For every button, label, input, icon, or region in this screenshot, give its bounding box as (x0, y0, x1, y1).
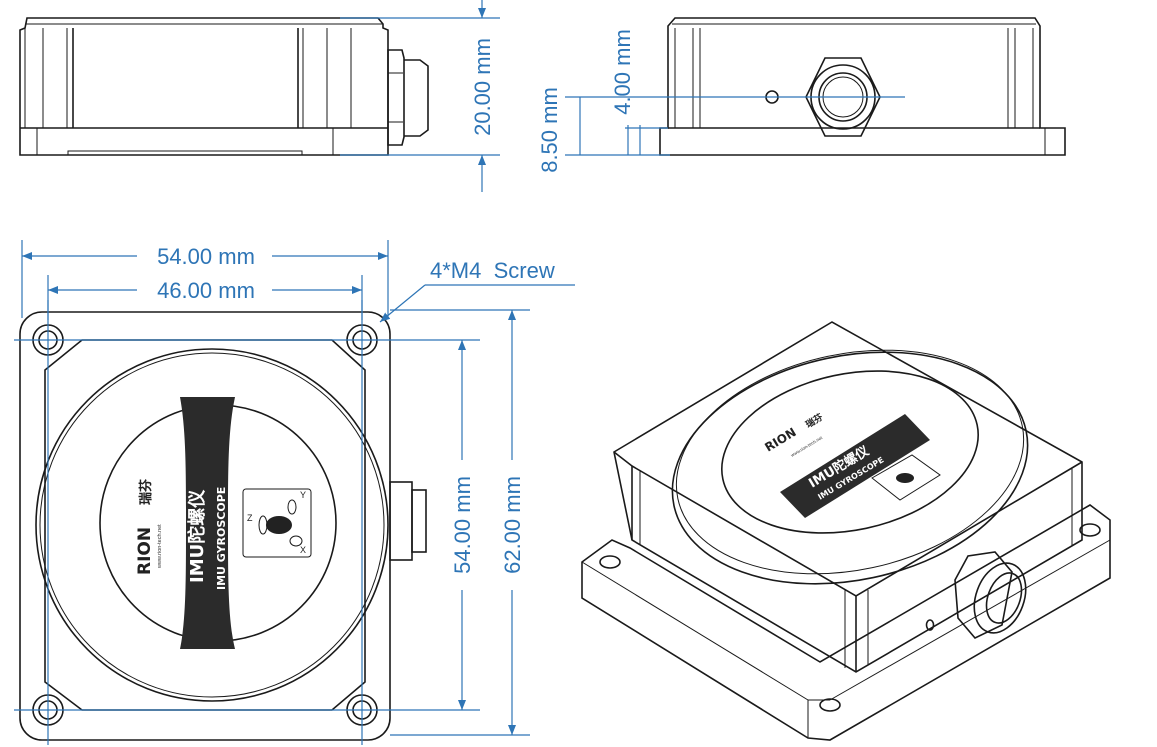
label-band-iso (780, 414, 930, 518)
axis-y-label: Y (300, 490, 306, 500)
label-band (180, 397, 235, 649)
screw-note: 4*M4 Screw (430, 258, 555, 283)
dimension-label: 54.00 mm (450, 476, 475, 574)
isometric-view: IMU陀螺仪 IMU GYROSCOPE RION 瑞芬 www.rion-te… (581, 321, 1111, 741)
dimension-width-46: 46.00 mm (47, 275, 363, 320)
brand-website: www.rion-tech.net (157, 524, 163, 569)
side-view-right: 8.50 mm 4.00 mm (537, 17, 1066, 173)
dimension-label: 4.00 mm (610, 29, 635, 115)
brand-logo: RION (135, 527, 155, 575)
axis-x-label: X (300, 545, 306, 555)
brand-logo-cn-iso: 瑞芬 (803, 410, 825, 430)
dimension-label: 20.00 mm (470, 38, 495, 136)
dimension-length-62: 62.00 mm (390, 309, 530, 736)
connector-iso (954, 551, 1027, 639)
label-title-en: IMU GYROSCOPE (215, 487, 228, 590)
dimension-width-54: 54.00 mm (21, 240, 389, 318)
dimension-connector-height: 8.50 mm 4.00 mm (537, 29, 905, 173)
dimension-label: 54.00 mm (157, 244, 255, 269)
dimension-label: 8.50 mm (537, 87, 562, 173)
dimension-label: 62.00 mm (500, 476, 525, 574)
dimension-height-20: 20.00 mm (340, 0, 500, 192)
screw-callout: 4*M4 Screw (379, 258, 575, 323)
brand-logo-cn: 瑞芬 (138, 478, 154, 505)
axis-diagram-icon: Z Y X (242, 488, 312, 558)
dimension-label: 46.00 mm (157, 278, 255, 303)
product-label: IMU陀螺仪 IMU GYROSCOPE RION 瑞芬 www.rion-te… (99, 397, 337, 649)
axis-z-label: Z (247, 513, 253, 523)
top-view: IMU陀螺仪 IMU GYROSCOPE RION 瑞芬 www.rion-te… (14, 240, 575, 745)
dimension-length-54: 54.00 mm (450, 340, 475, 710)
mounting-holes (14, 300, 480, 745)
label-title-cn: IMU陀螺仪 (186, 489, 208, 583)
connector-top (389, 481, 427, 561)
brand-logo-iso: RION (762, 425, 798, 454)
side-view-front: 20.00 mm (19, 0, 500, 192)
connector-side (387, 49, 429, 146)
